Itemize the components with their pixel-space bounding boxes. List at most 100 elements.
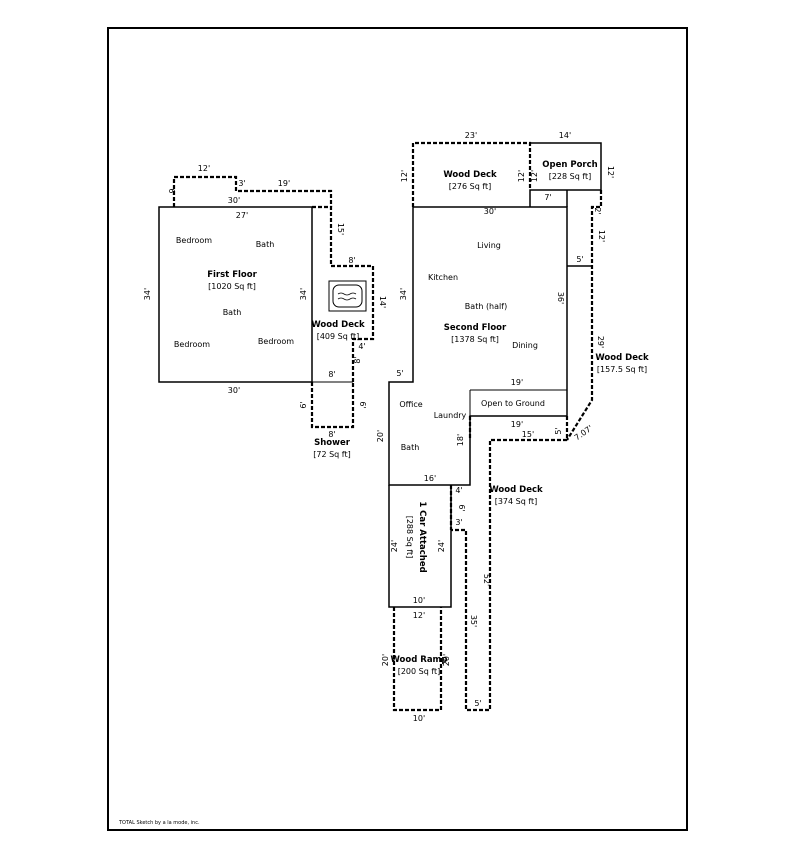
room-living: Living [477, 241, 501, 250]
dim-sf-12-b: 12' [530, 170, 539, 182]
room-office: Office [399, 400, 422, 409]
dim-wd-5-bottom: 5' [474, 699, 481, 708]
dim-sf-12-left: 12' [400, 170, 409, 182]
dim-ff-left-6: 6' [167, 188, 176, 195]
room-bath-3: Bath [401, 443, 420, 452]
room-bath-2: Bath [223, 308, 242, 317]
wood-ramp-area: [200 Sq ft] [398, 667, 441, 676]
hot-tub-icon [328, 280, 367, 312]
dim-wd-8-side: 8' [353, 356, 362, 363]
dim-ga-10: 10' [413, 596, 425, 605]
dim-sf-4: 4' [455, 486, 462, 495]
dim-ff-15: 15' [336, 223, 345, 235]
dim-sf-16: 16' [424, 474, 436, 483]
dim-sf-15: 15' [522, 430, 534, 439]
footer-credit: TOTAL Sketch by a la mode, inc. [118, 820, 200, 826]
dim-wr-20-right: 20' [442, 654, 451, 666]
dim-sf-12-porch: 12' [606, 166, 615, 178]
dim-sf-30: 30' [484, 207, 496, 216]
wood-deck-left-title: Wood Deck [311, 320, 365, 330]
dim-ff-34-left: 34' [143, 288, 152, 300]
dim-wd-35: 35' [469, 615, 478, 627]
shower-outline [310, 382, 355, 429]
wood-deck-left-area: [409 Sq ft] [317, 332, 360, 341]
dim-ga-24-right: 24' [437, 540, 446, 552]
open-porch-area: [228 Sq ft] [549, 172, 592, 181]
dim-wr-12: 12' [413, 611, 425, 620]
wood-deck-top-area: [276 Sq ft] [449, 182, 492, 191]
dim-wr-20-left: 20' [381, 654, 390, 666]
dim-sf-34: 34' [399, 288, 408, 300]
wood-deck-top-title: Wood Deck [443, 170, 497, 180]
dim-ff-30-bottom: 30' [228, 386, 240, 395]
room-bath-half: Bath (half) [465, 302, 507, 311]
dim-sf-12-c: 12' [597, 230, 606, 242]
dim-sf-2: 2' [593, 207, 602, 214]
second-floor-title: Second Floor [444, 323, 507, 333]
garage-title: 1 Car Attached [417, 501, 427, 572]
second-floor-outline [388, 206, 568, 486]
dim-ff-27: 27' [236, 211, 248, 220]
dim-sf-14: 14' [559, 131, 571, 140]
dim-sf-20: 20' [376, 430, 385, 442]
room-laundry: Laundry [434, 411, 467, 420]
room-kitchen: Kitchen [428, 273, 458, 282]
room-open-to-ground: Open to Ground [481, 399, 545, 408]
dim-sf-7: 7' [544, 193, 551, 202]
wood-deck-left-outline [312, 205, 375, 382]
garage-outline [388, 485, 452, 608]
dim-wd-4: 4' [358, 342, 365, 351]
second-floor-area: [1378 Sq ft] [451, 335, 499, 344]
dim-sf-5-right: 5' [554, 427, 563, 434]
dim-ff-3: 3' [238, 179, 245, 188]
dim-sf-29: 29' [596, 336, 605, 348]
room-bedroom-3: Bedroom [258, 337, 294, 346]
first-floor-outline [158, 206, 313, 383]
page-border [107, 27, 688, 831]
dim-sf-12-a: 12' [517, 170, 526, 182]
dim-sf-19-b: 19' [511, 420, 523, 429]
dim-wd-8-bottom: 8' [328, 370, 335, 379]
dim-wd-8-top: 8' [348, 256, 355, 265]
room-bath-1: Bath [256, 240, 275, 249]
dim-wd-14: 14' [378, 296, 387, 308]
open-porch-title: Open Porch [542, 160, 597, 170]
wood-deck-long-outline [451, 416, 569, 712]
wood-deck-long-area: [374 Sq ft] [495, 497, 538, 506]
room-bedroom-2: Bedroom [174, 340, 210, 349]
room-bedroom-1: Bedroom [176, 236, 212, 245]
wood-deck-right-outline [566, 190, 603, 441]
dim-sh-6-right: 6' [358, 401, 367, 408]
wood-ramp-title: Wood Ramp [390, 655, 447, 665]
wood-deck-top-outline [411, 141, 532, 207]
dim-sf-5-left: 5' [396, 369, 403, 378]
wood-deck-right-title: Wood Deck [595, 353, 649, 363]
wood-ramp-outline [392, 607, 443, 712]
dim-wr-10: 10' [413, 714, 425, 723]
dim-sf-23: 23' [465, 131, 477, 140]
dim-sf-5-top: 5' [576, 255, 583, 264]
wood-deck-right-area: [157.5 Sq ft] [597, 365, 647, 374]
garage-area: [288 Sq ft] [405, 516, 414, 559]
first-floor-title: First Floor [207, 270, 257, 280]
dim-sf-3: 3' [455, 518, 462, 527]
dim-ff-top-12: 12' [198, 164, 210, 173]
dim-sh-6-left: 6' [299, 401, 308, 408]
dim-ff-34-right: 34' [299, 288, 308, 300]
shower-area: [72 Sq ft] [313, 450, 350, 459]
room-dining: Dining [512, 341, 538, 350]
first-floor-top-deck [172, 175, 333, 207]
dim-sh-8: 8' [328, 430, 335, 439]
dim-ff-30-top: 30' [228, 196, 240, 205]
dim-sf-6: 6' [457, 504, 466, 511]
dim-ff-19: 19' [278, 179, 290, 188]
wood-deck-long-title: Wood Deck [489, 485, 543, 495]
first-floor-area: [1020 Sq ft] [208, 282, 256, 291]
shower-title: Shower [314, 438, 351, 448]
dim-sf-19-a: 19' [511, 378, 523, 387]
dim-sf-52: 52' [482, 574, 491, 586]
dim-sf-18: 18' [456, 434, 465, 446]
dim-ga-24-left: 24' [390, 540, 399, 552]
